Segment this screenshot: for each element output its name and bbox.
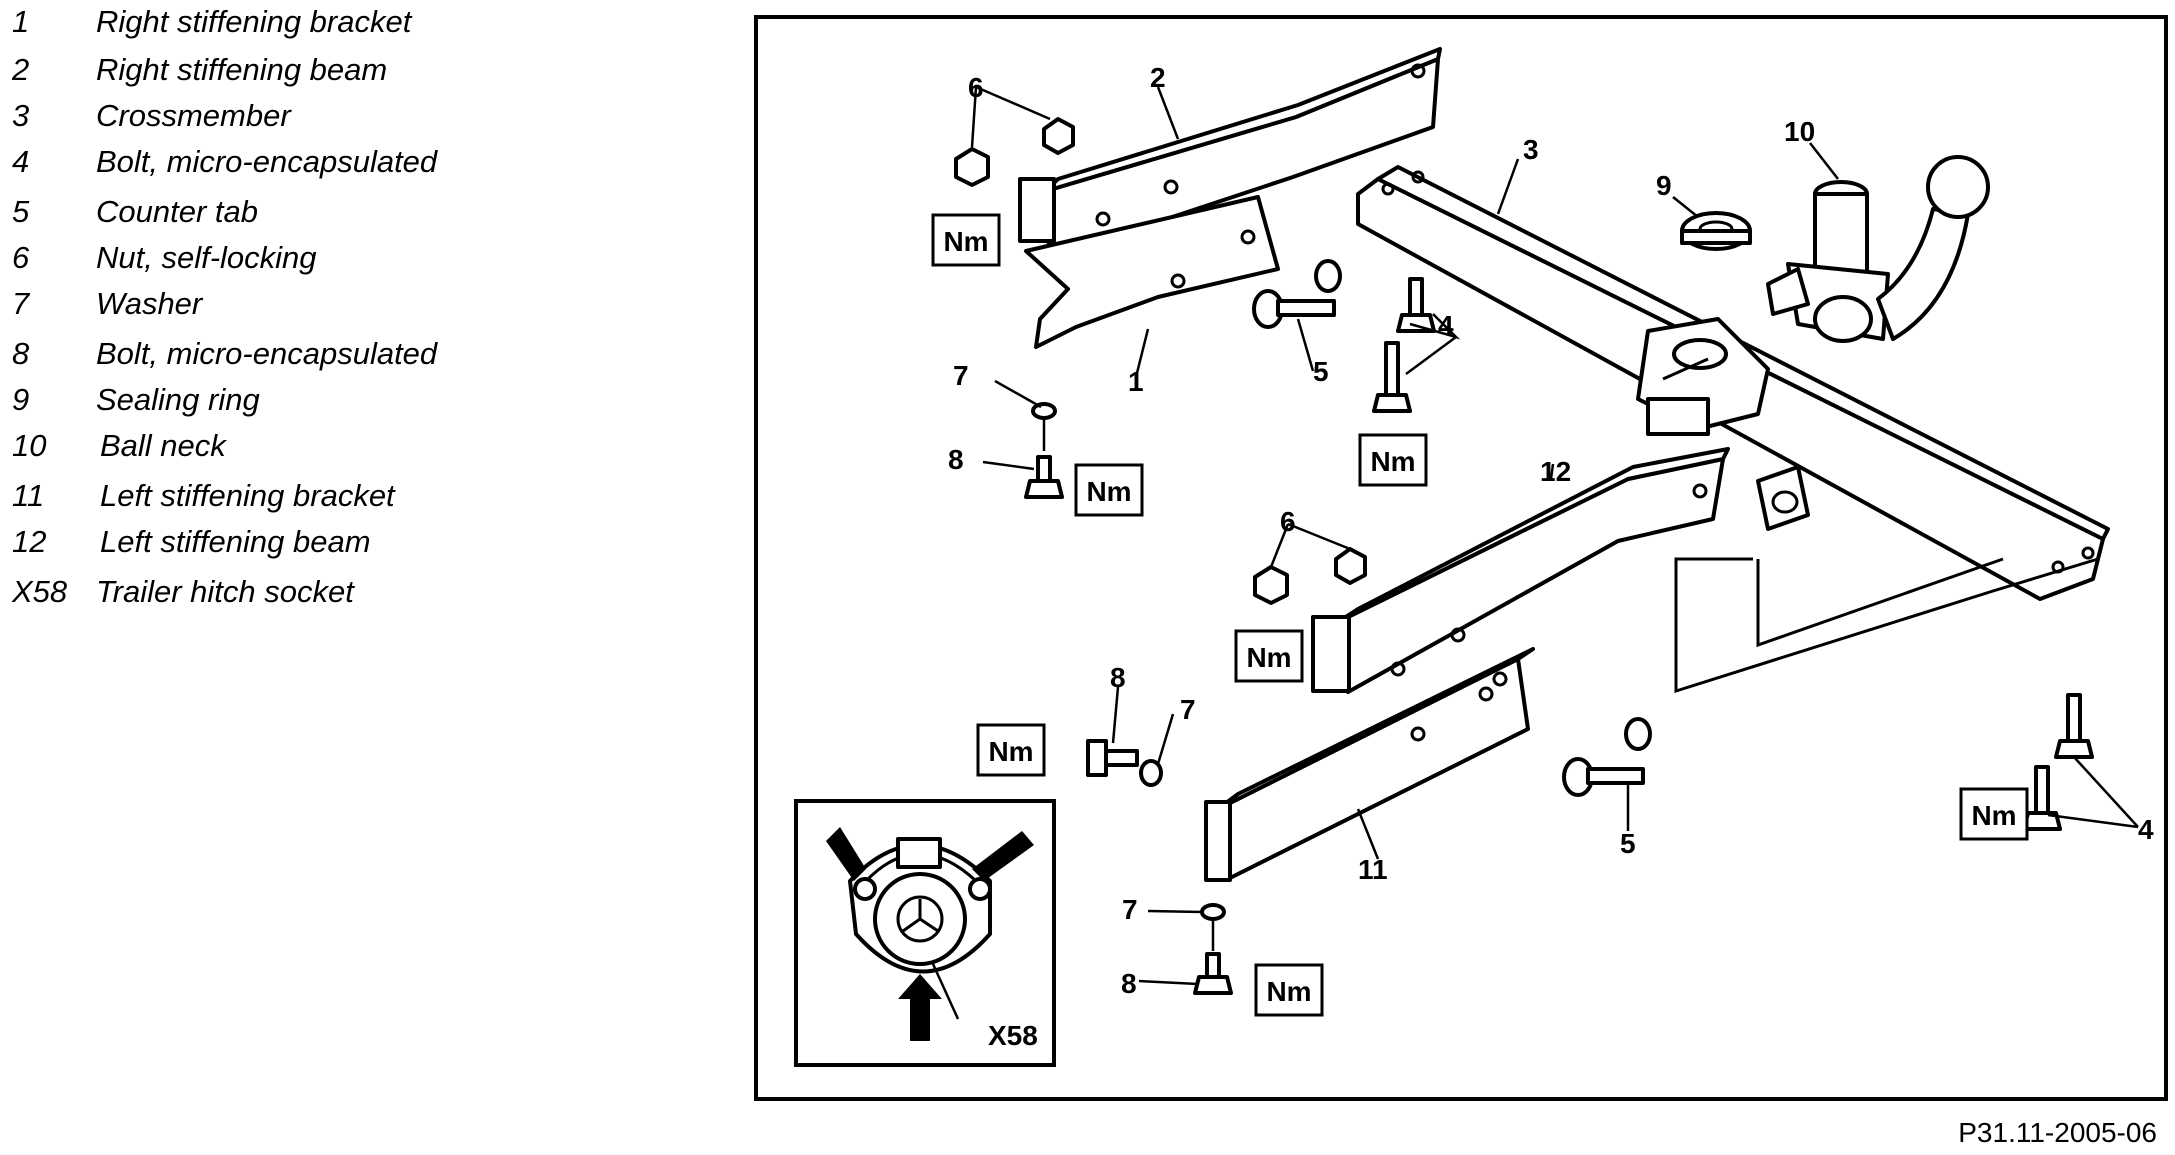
legend-label: Right stiffening beam bbox=[96, 52, 388, 87]
torque-label: Nm bbox=[1086, 476, 1131, 507]
legend-number: 10 bbox=[12, 428, 47, 463]
legend-label: Sealing ring bbox=[96, 382, 260, 417]
callout-4: 4 bbox=[1438, 310, 1454, 341]
legend-number: 3 bbox=[12, 98, 30, 133]
legend-label: Nut, self-locking bbox=[96, 240, 317, 275]
legend-label: Washer bbox=[96, 286, 203, 321]
callout-5: 5 bbox=[1313, 356, 1329, 387]
left-stiffening-bracket bbox=[1204, 647, 1535, 882]
exploded-view-figure: Nm Nm Nm Nm Nm Nm Nm 6 2 3 9 10 4 bbox=[754, 15, 2168, 1101]
legend-label: Bolt, micro-encapsulated bbox=[96, 336, 438, 371]
legend-number: 12 bbox=[12, 524, 47, 559]
callout-6: 6 bbox=[968, 72, 984, 103]
legend-label: Left stiffening beam bbox=[100, 524, 371, 559]
torque-label: Nm bbox=[988, 736, 1033, 767]
callout-7: 7 bbox=[1180, 694, 1196, 725]
legend-number: 8 bbox=[12, 336, 30, 371]
exploded-view-drawing: Nm Nm Nm Nm Nm Nm Nm 6 2 3 9 10 4 bbox=[794, 47, 2154, 1067]
legend-number: 5 bbox=[12, 194, 30, 229]
callout-4: 4 bbox=[2138, 814, 2154, 845]
callout-5: 5 bbox=[1620, 828, 1636, 859]
callout-1: 1 bbox=[1128, 366, 1144, 397]
callout-3: 3 bbox=[1523, 134, 1539, 165]
callout-7: 7 bbox=[1122, 894, 1138, 925]
torque-label: Nm bbox=[1246, 642, 1291, 673]
counter-tab bbox=[1252, 259, 1652, 797]
legend-number: 11 bbox=[12, 478, 45, 513]
micro-encapsulated-bolt-8 bbox=[1024, 455, 1233, 995]
sealing-ring bbox=[1680, 211, 1752, 251]
legend-number: 4 bbox=[12, 144, 30, 179]
legend-label: Right stiffening bracket bbox=[96, 4, 412, 39]
ball-neck-mount bbox=[1636, 317, 1770, 436]
leader-lines bbox=[970, 85, 2139, 986]
legend-number: 7 bbox=[12, 286, 30, 321]
legend-label: Ball neck bbox=[100, 428, 226, 463]
bracket-tab bbox=[1756, 465, 1810, 531]
callout-8: 8 bbox=[1110, 662, 1126, 693]
legend-label: Bolt, micro-encapsulated bbox=[96, 144, 438, 179]
legend-number: 1 bbox=[12, 4, 30, 39]
trailer-hitch-socket-inset bbox=[794, 799, 1056, 1067]
torque-label: Nm bbox=[1370, 446, 1415, 477]
legend-number: 2 bbox=[12, 52, 30, 87]
right-stiffening-beam bbox=[1018, 47, 1442, 257]
torque-label: Nm bbox=[943, 226, 988, 257]
callout-2: 2 bbox=[1150, 62, 1166, 93]
callout-8: 8 bbox=[948, 444, 964, 475]
torque-spec-box: Nm Nm Nm Nm Nm Nm Nm bbox=[931, 213, 2029, 1017]
self-locking-nut bbox=[954, 117, 1367, 605]
legend-label: Trailer hitch socket bbox=[96, 574, 354, 609]
callout-labels: 6 2 3 9 10 4 1 5 7 8 12 6 8 7 4 5 11 7 8… bbox=[948, 62, 2154, 1051]
figure-id: P31.11-2005-06 bbox=[1958, 1117, 2157, 1148]
legend-number: 9 bbox=[12, 382, 30, 417]
legend-label: Counter tab bbox=[96, 194, 258, 229]
callout-11: 11 bbox=[1358, 854, 1388, 885]
left-stiffening-beam bbox=[1311, 447, 1730, 694]
callout-10: 10 bbox=[1784, 116, 1815, 147]
callout-7: 7 bbox=[953, 360, 969, 391]
legend-number: X58 bbox=[12, 574, 68, 609]
right-stiffening-bracket bbox=[1024, 195, 1280, 349]
callout-x58: X58 bbox=[988, 1020, 1038, 1051]
wire-harness bbox=[1662, 357, 2099, 694]
legend-number: 6 bbox=[12, 240, 30, 275]
callout-6: 6 bbox=[1280, 506, 1296, 537]
callout-12: 12 bbox=[1540, 456, 1571, 487]
callout-8: 8 bbox=[1121, 968, 1137, 999]
callout-9: 9 bbox=[1656, 170, 1672, 201]
torque-label: Nm bbox=[1971, 800, 2016, 831]
legend-label: Crossmember bbox=[96, 98, 291, 133]
legend-label: Left stiffening bracket bbox=[100, 478, 395, 513]
torque-label: Nm bbox=[1266, 976, 1311, 1007]
ball-neck bbox=[1766, 155, 1990, 343]
